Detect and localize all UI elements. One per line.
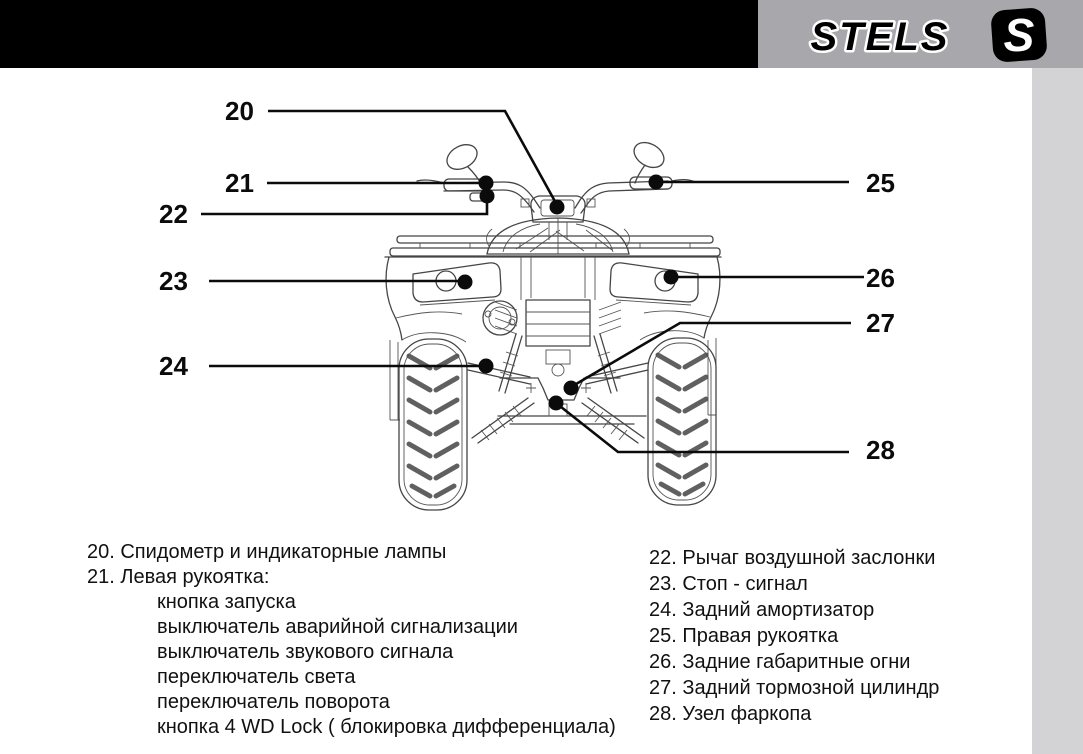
badge-square [991, 8, 1047, 62]
legend-subitem: переключатель света [157, 666, 356, 688]
right-tire [647, 337, 717, 506]
callout-25: 25 [648, 168, 895, 198]
stels-badge-icon: S [991, 8, 1047, 62]
callout-21: 21 [225, 168, 494, 198]
callout-27: 27 [563, 308, 895, 396]
callout-label-24: 24 [159, 351, 188, 381]
legend-item: 22. Рычаг воздушной заслонки [649, 547, 936, 569]
legend-item: 20. Спидометр и индикаторные лампы [87, 541, 447, 563]
legend-item: 21. Левая рукоятка: [87, 566, 270, 588]
callout-label-22: 22 [159, 199, 188, 229]
muffler [482, 300, 518, 336]
legend-subitem: выключатель звукового сигнала [157, 641, 454, 663]
callout-28: 28 [548, 395, 895, 465]
callout-20: 20 [225, 96, 565, 215]
callout-label-20: 20 [225, 96, 254, 126]
left-tail-light [412, 262, 502, 306]
legend-subitem: кнопка запуска [157, 591, 296, 613]
legend-item: 27. Задний тормозной цилиндр [649, 677, 940, 699]
badge-letter: S [1004, 9, 1035, 61]
header-logo-area: STELS S [758, 0, 1083, 68]
rear-rack [389, 235, 721, 257]
callout-label-21: 21 [225, 168, 254, 198]
suspension [467, 333, 649, 444]
legend-subitem: выключатель аварийной сигнализации [157, 616, 518, 638]
legend-item: 23. Стоп - сигнал [649, 573, 808, 595]
legend-subitem: переключатель поворота [157, 691, 390, 713]
callout-label-26: 26 [866, 263, 895, 293]
legend-right: 22. Рычаг воздушной заслонки 23. Стоп - … [649, 545, 939, 727]
fenders [384, 256, 722, 421]
speedometer-pod [520, 195, 596, 240]
callout-label-27: 27 [866, 308, 895, 338]
stels-logo: STELS [808, 14, 950, 60]
callout-24: 24 [159, 351, 494, 381]
legend-item: 25. Правая рукоятка [649, 625, 839, 647]
legend-item: 28. Узел фаркопа [649, 703, 812, 725]
callout-22: 22 [159, 188, 495, 229]
stels-logo-text: STELS [811, 15, 950, 59]
legend-item: 24. Задний амортизатор [649, 599, 875, 621]
callout-23: 23 [159, 266, 473, 296]
callout-label-28: 28 [866, 435, 895, 465]
callout-label-23: 23 [159, 266, 188, 296]
legend-item: 26. Задние габаритные огни [649, 651, 911, 673]
header-black-bar [0, 0, 758, 68]
callout-label-25: 25 [866, 168, 895, 198]
engine-center [494, 257, 622, 377]
right-tail-light [609, 262, 699, 306]
legend-subitem: кнопка 4 WD Lock ( блокировка дифференци… [157, 716, 616, 738]
page-edge-strip [1032, 68, 1083, 754]
left-tire [398, 338, 468, 511]
callout-26: 26 [663, 263, 895, 293]
legend-left: 20. Спидометр и индикаторные лампы 21. Л… [87, 540, 616, 740]
